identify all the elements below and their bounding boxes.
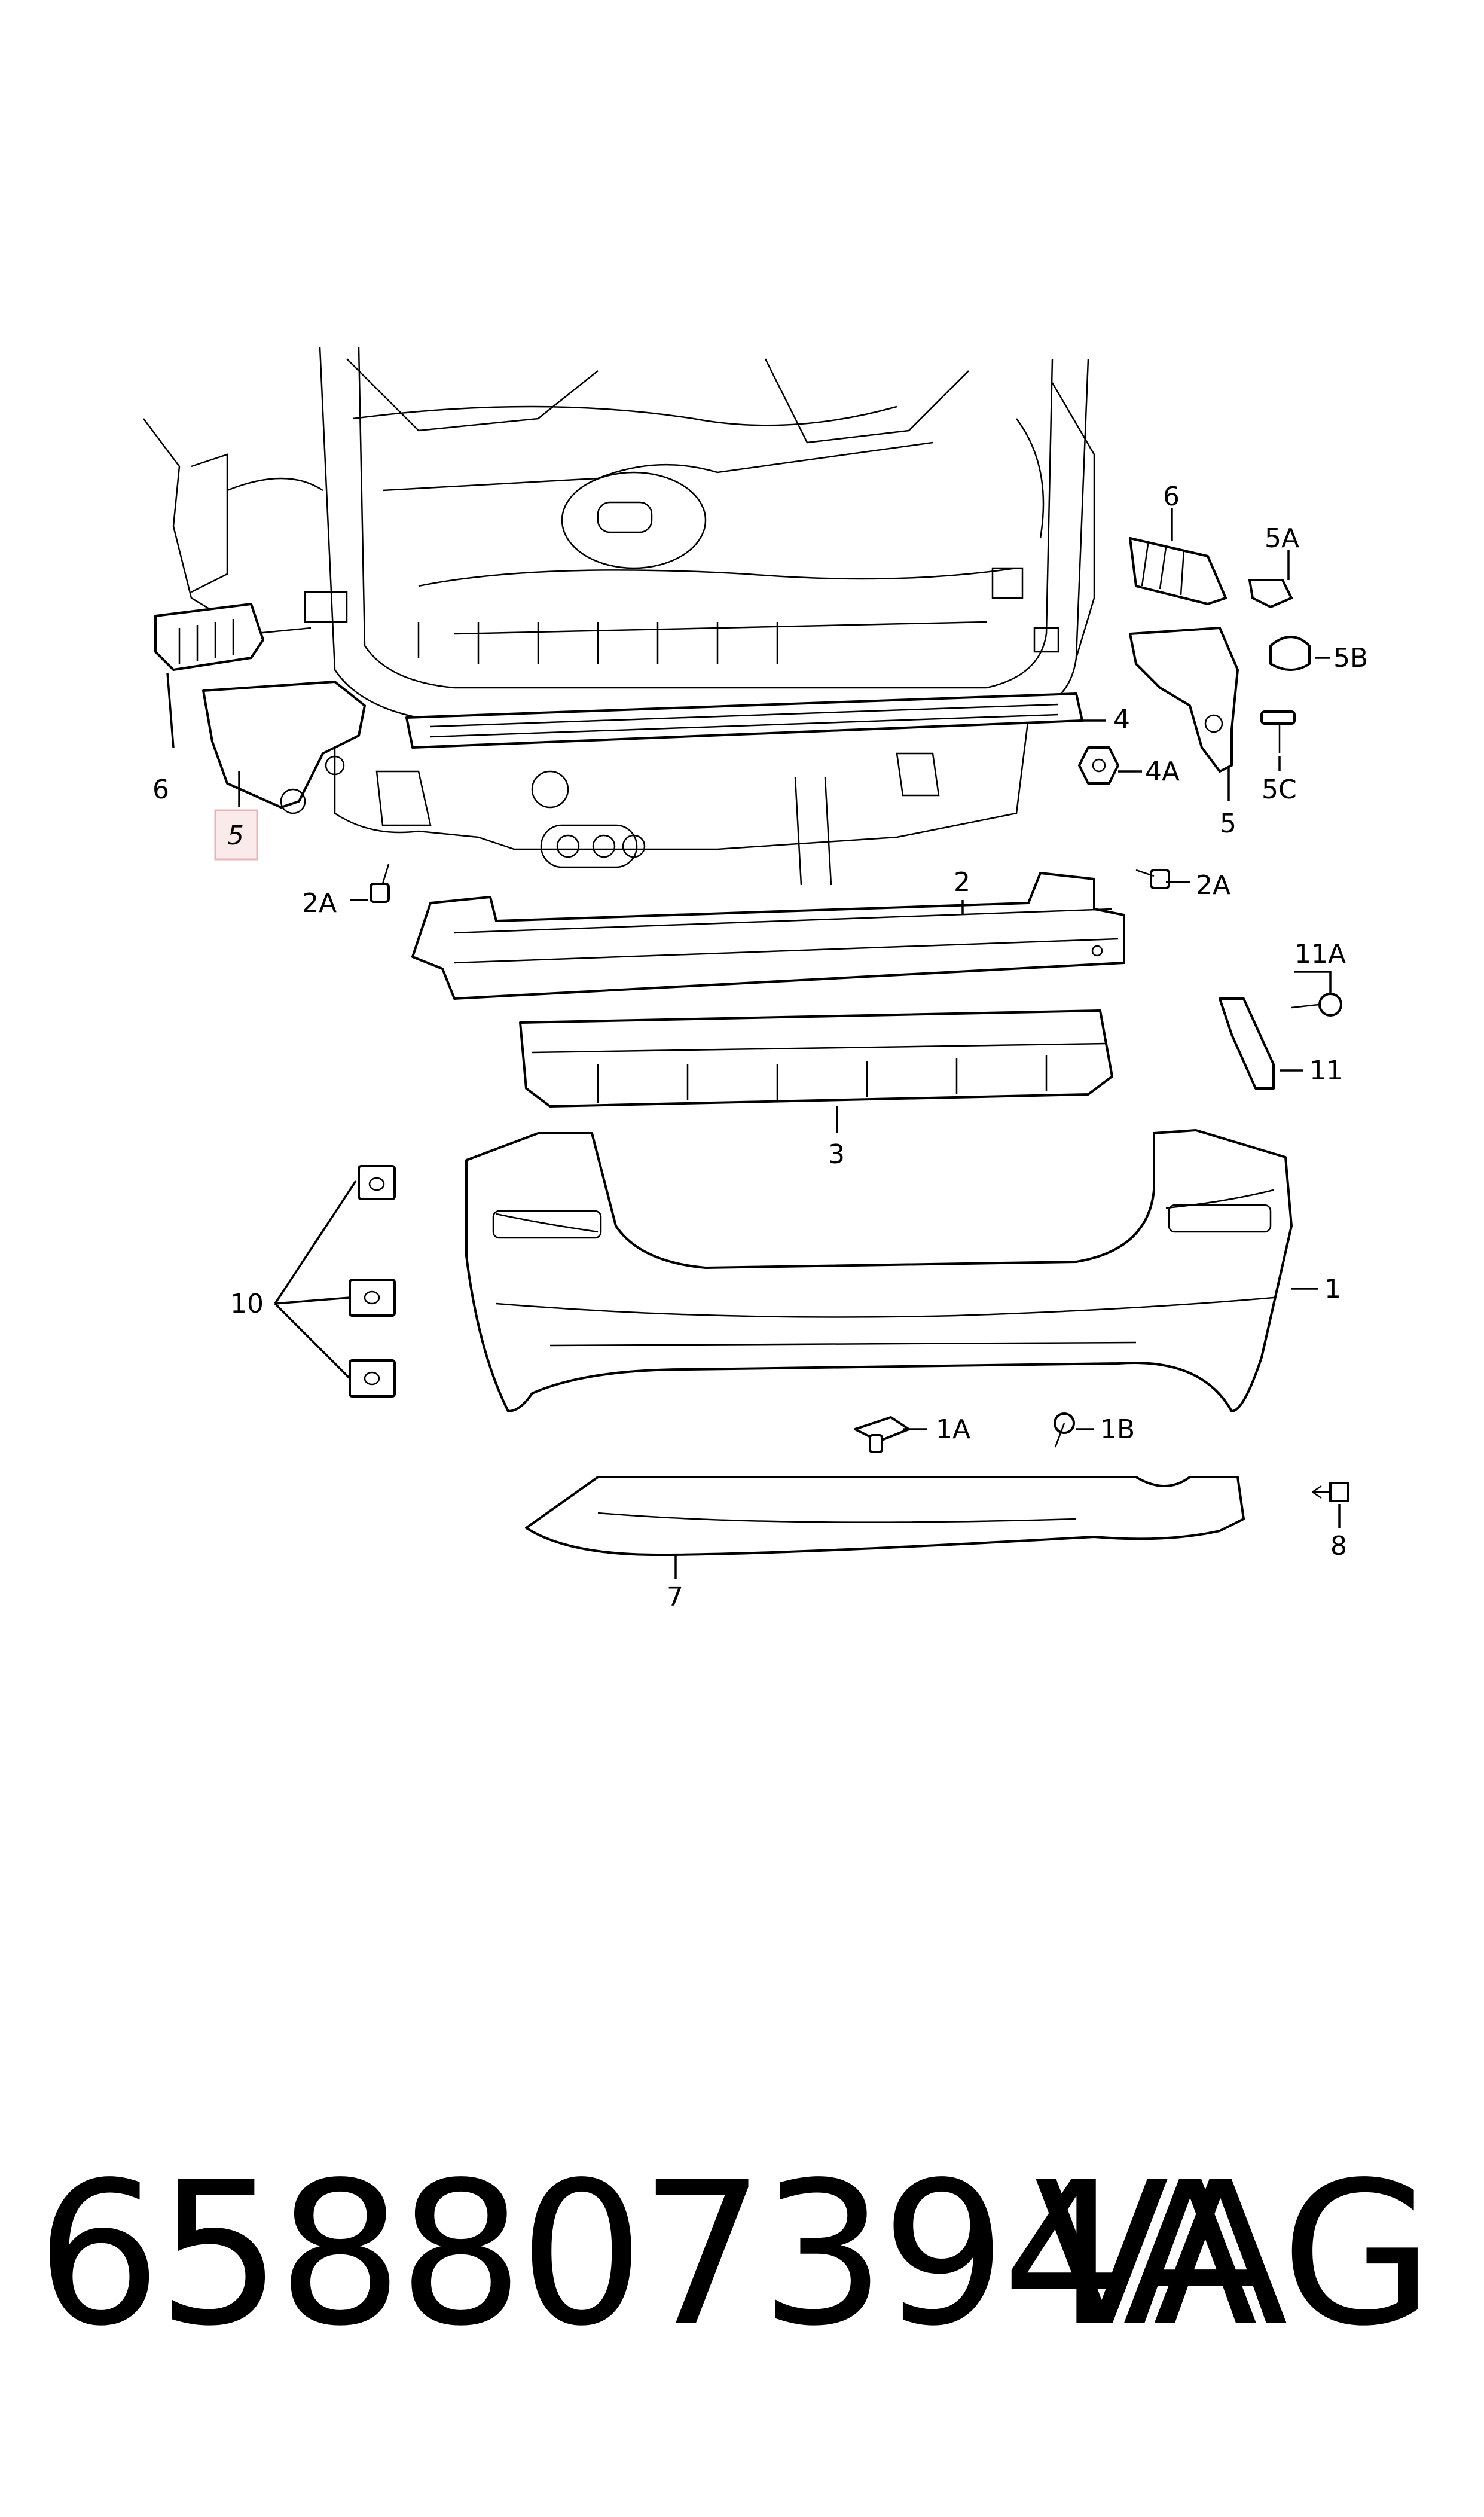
label-2a-left: 2A xyxy=(302,888,337,919)
label-5c: 5C xyxy=(1262,774,1297,805)
part-4-cross-member xyxy=(405,692,1083,749)
label-3: 3 xyxy=(828,1139,845,1170)
fasteners xyxy=(370,579,1349,1502)
part-1-bumper-cover xyxy=(465,1129,1293,1412)
highlight-box xyxy=(214,809,258,861)
leader-lines xyxy=(166,508,1341,1579)
part-5-left-bracket xyxy=(202,681,366,814)
label-6-left: 6 xyxy=(152,774,169,805)
label-11a: 11A xyxy=(1294,939,1346,969)
label-2a-right: 2A xyxy=(1196,870,1230,901)
label-8: 8 xyxy=(1330,1531,1347,1561)
part-7-diffuser xyxy=(525,1476,1245,1556)
label-1: 1 xyxy=(1324,1274,1341,1304)
label-5b: 5B xyxy=(1333,643,1368,673)
label-5a: 5A xyxy=(1265,523,1299,554)
part-5-right-bracket xyxy=(1129,627,1239,773)
part-6-left-bracket xyxy=(154,603,264,671)
label-7: 7 xyxy=(667,1582,683,1612)
label-11: 11 xyxy=(1309,1055,1343,1086)
label-2: 2 xyxy=(954,867,970,898)
part-10-clips xyxy=(349,1165,396,1398)
label-5-right: 5 xyxy=(1220,809,1236,839)
label-1a: 1A xyxy=(936,1414,970,1445)
part-11-bracket xyxy=(1219,997,1275,1090)
part-2-reinforcement xyxy=(411,872,1125,1000)
part-6-right-bracket xyxy=(1129,537,1227,605)
part-3-absorber xyxy=(519,1009,1113,1108)
label-4a: 4A xyxy=(1145,756,1180,787)
label-4: 4 xyxy=(1113,704,1130,735)
label-5-left: 5 xyxy=(227,820,244,851)
callout-labels: 6 5 6 5A 5B 4 4A 5C 5 2 2A 2A 11A 11 3 1… xyxy=(152,481,1368,1612)
brand-name: VAG xyxy=(1034,2140,1434,2369)
part-number: 658807394A xyxy=(36,2140,1257,2369)
footer: 658807394A VAG xyxy=(0,2129,1484,2380)
label-1b: 1B xyxy=(1100,1414,1135,1445)
label-6-right: 6 xyxy=(1163,481,1180,512)
parts-diagram: 6 5 6 5A 5B 4 4A 5C 5 2 2A 2A 11A 11 3 1… xyxy=(143,346,1368,1612)
label-10: 10 xyxy=(230,1289,264,1319)
